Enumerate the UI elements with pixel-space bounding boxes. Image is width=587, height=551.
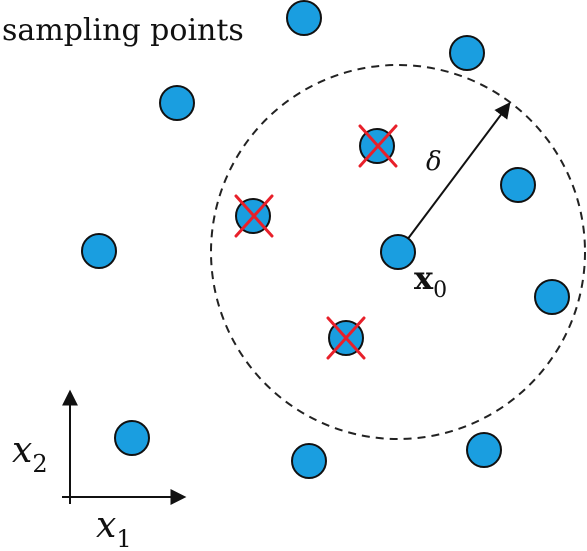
x1-axis-label: x1 [96,505,132,551]
x2-axis-label: x2 [12,430,48,478]
sampling-points-label: sampling points [2,13,244,48]
x0-label-main: x [414,259,434,297]
x1-label-main: x [96,505,116,546]
point-upper-left [159,85,195,121]
cross-mark-3 [326,316,366,360]
point-right-upper [500,167,536,203]
point-top-right [449,35,485,71]
x0-label: x0 [414,259,447,303]
x1-label-subscript: 1 [116,525,131,551]
cross-mark-1 [358,124,398,168]
delta-radius-arrow [397,102,511,253]
point-right [534,279,570,315]
x2-label-subscript: 2 [32,450,47,478]
point-lower-left [114,420,150,456]
sampling-points [81,0,570,479]
point-x0 [380,234,416,270]
point-top [286,0,322,36]
point-left [81,233,117,269]
x2-label-main: x [12,430,32,471]
exclusion-crosses [234,124,398,360]
x0-label-subscript: 0 [433,278,447,303]
cross-mark-2 [234,194,274,238]
delta-label: δ [426,147,442,177]
point-bottom-right [466,432,502,468]
point-bottom-center [291,443,327,479]
neighborhood-circle [210,64,586,440]
